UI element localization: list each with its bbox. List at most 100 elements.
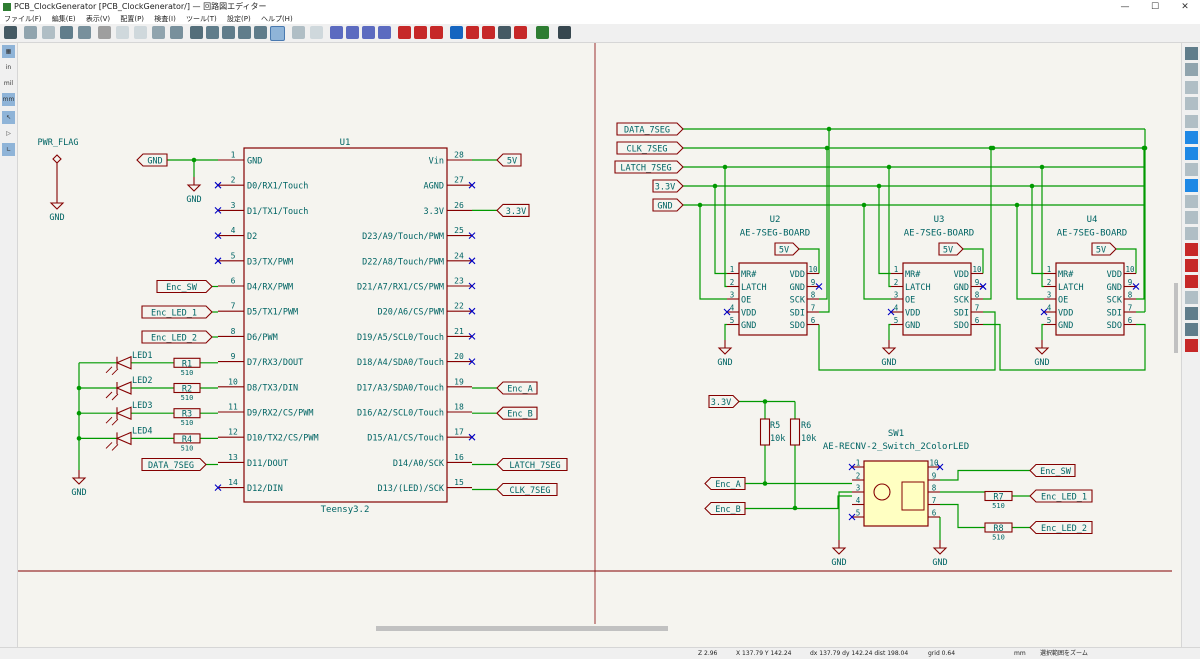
cursor-icon[interactable]: ↖ bbox=[2, 111, 15, 124]
add-text-icon[interactable] bbox=[1185, 307, 1198, 320]
menu-place[interactable]: 配置(P) bbox=[120, 15, 145, 23]
menu-file[interactable]: ファイル(F) bbox=[4, 15, 42, 23]
schematic-setup-icon[interactable] bbox=[24, 26, 37, 39]
menu-preferences[interactable]: 設定(P) bbox=[227, 15, 251, 23]
bus-label-4: GND bbox=[657, 202, 672, 212]
hidden-pins-icon[interactable]: ▷ bbox=[6, 130, 11, 137]
add-hier-label-icon[interactable] bbox=[1185, 227, 1198, 240]
junction-dot bbox=[697, 202, 703, 208]
horizontal-scrollbar[interactable] bbox=[18, 624, 1180, 632]
rotate-cw-icon[interactable] bbox=[346, 26, 359, 39]
menu-help[interactable]: ヘルプ(H) bbox=[260, 15, 293, 23]
scripting-console-icon[interactable] bbox=[558, 26, 571, 39]
gnd-symbol bbox=[1034, 340, 1050, 355]
hierarchy-navigator-icon[interactable] bbox=[292, 26, 305, 39]
select-icon[interactable] bbox=[1185, 47, 1198, 60]
add-graphic-line-icon[interactable] bbox=[1185, 291, 1198, 304]
no-connect-marker bbox=[468, 257, 476, 265]
delete-icon[interactable] bbox=[1185, 339, 1198, 352]
symbols bbox=[49, 122, 1148, 555]
schematic-canvas[interactable]: PWR_FLAGGNDU1Teensy3.21GND2D0/RX1/Touch3… bbox=[18, 43, 1180, 628]
save-icon[interactable] bbox=[4, 26, 17, 39]
r8-value: 510 bbox=[992, 534, 1005, 542]
add-sheet-pin-icon[interactable] bbox=[1185, 275, 1198, 288]
no-connect-marker bbox=[214, 207, 222, 214]
u1-latch-7seg-label: LATCH_7SEG bbox=[509, 461, 560, 471]
plot-icon[interactable] bbox=[78, 26, 91, 39]
sw1-pin-number: 1 bbox=[856, 459, 861, 468]
grid-icon[interactable]: ▦ bbox=[2, 45, 15, 58]
maximize-button[interactable]: ☐ bbox=[1150, 2, 1160, 12]
zoom-in-icon[interactable] bbox=[206, 26, 219, 39]
paste-icon[interactable] bbox=[98, 26, 111, 39]
seg-pin-number: 2 bbox=[1047, 278, 1052, 287]
add-power-icon[interactable] bbox=[1185, 97, 1198, 110]
vertical-scrollbar[interactable] bbox=[1172, 43, 1180, 623]
seg-pin-number: 4 bbox=[1047, 304, 1052, 313]
mirror-v-icon[interactable] bbox=[362, 26, 375, 39]
global-label-shape bbox=[1029, 463, 1076, 478]
minimize-button[interactable]: — bbox=[1120, 2, 1130, 12]
leave-sheet-icon[interactable] bbox=[310, 26, 323, 39]
symbol-editor-icon[interactable] bbox=[398, 26, 411, 39]
zoom-fit-icon[interactable] bbox=[238, 26, 251, 39]
menu-edit[interactable]: 編集(E) bbox=[51, 15, 76, 23]
add-bus-entry-icon[interactable] bbox=[1185, 147, 1198, 160]
menu-view[interactable]: 表示(V) bbox=[85, 15, 111, 23]
add-global-label-icon[interactable] bbox=[1185, 211, 1198, 224]
mirror-h-icon[interactable] bbox=[378, 26, 391, 39]
no-connect-marker bbox=[468, 433, 476, 441]
undo-icon[interactable] bbox=[116, 26, 129, 39]
find-icon[interactable] bbox=[152, 26, 165, 39]
add-junction-icon[interactable] bbox=[1185, 179, 1198, 192]
add-image-icon[interactable] bbox=[1185, 323, 1198, 336]
close-button[interactable]: ✕ bbox=[1181, 2, 1189, 12]
junction-dot bbox=[824, 145, 830, 151]
seg-pin-name: SDO bbox=[954, 321, 969, 331]
page-settings-icon[interactable] bbox=[42, 26, 55, 39]
highlight-net-icon[interactable] bbox=[1185, 63, 1198, 76]
led-ref: LED4 bbox=[132, 426, 152, 436]
annotate-icon[interactable] bbox=[450, 26, 463, 39]
add-symbol-icon[interactable] bbox=[1185, 81, 1198, 94]
add-sheet-icon[interactable] bbox=[1185, 243, 1198, 256]
seg-pin-number: 3 bbox=[894, 291, 899, 300]
add-no-connect-icon[interactable] bbox=[1185, 163, 1198, 176]
pwr-flag-gnd-label: GND bbox=[49, 213, 64, 223]
global-label-shape bbox=[704, 501, 746, 516]
symbol-browser-icon[interactable] bbox=[414, 26, 427, 39]
add-bus-icon[interactable] bbox=[1185, 131, 1198, 144]
zoom-objects-icon[interactable] bbox=[254, 26, 267, 39]
footprint-editor-icon[interactable] bbox=[430, 26, 443, 39]
zoom-out-icon[interactable] bbox=[222, 26, 235, 39]
line-mode-icon[interactable]: ∟ bbox=[2, 143, 15, 156]
redo-icon[interactable] bbox=[134, 26, 147, 39]
texts: PWR_FLAGGNDU1Teensy3.21GND2D0/RX1/Touch3… bbox=[38, 126, 1135, 569]
wire-segment bbox=[983, 323, 1146, 371]
global-label-shape bbox=[652, 179, 684, 193]
vertical-scroll-thumb[interactable] bbox=[1174, 283, 1178, 353]
unit-mm-button[interactable]: mm bbox=[2, 93, 15, 106]
u1-pin-name: D20/A6/CS/PWM bbox=[377, 308, 444, 318]
horizontal-scroll-thumb[interactable] bbox=[376, 626, 668, 631]
erc-icon[interactable] bbox=[466, 26, 479, 39]
unit-in-button[interactable]: in bbox=[5, 64, 12, 71]
menu-tools[interactable]: ツール(T) bbox=[186, 15, 217, 23]
rotate-ccw-icon[interactable] bbox=[330, 26, 343, 39]
zoom-selection-icon[interactable] bbox=[270, 26, 285, 41]
pcb-editor-icon[interactable] bbox=[536, 26, 549, 39]
import-sheet-pin-icon[interactable] bbox=[1185, 259, 1198, 272]
netlist-icon[interactable] bbox=[514, 26, 527, 39]
wire-segment bbox=[878, 186, 891, 275]
enc-a-label: Enc_A bbox=[715, 480, 741, 490]
find-replace-icon[interactable] bbox=[170, 26, 183, 39]
menu-inspect[interactable]: 検査(I) bbox=[154, 15, 176, 23]
add-wire-icon[interactable] bbox=[1185, 115, 1198, 128]
assign-footprints-icon[interactable] bbox=[482, 26, 495, 39]
add-label-icon[interactable] bbox=[1185, 195, 1198, 208]
refresh-icon[interactable] bbox=[190, 26, 203, 39]
unit-mil-button[interactable]: mil bbox=[3, 80, 14, 87]
junction-dot bbox=[1142, 145, 1148, 151]
print-icon[interactable] bbox=[60, 26, 73, 39]
bom-icon[interactable] bbox=[498, 26, 511, 39]
